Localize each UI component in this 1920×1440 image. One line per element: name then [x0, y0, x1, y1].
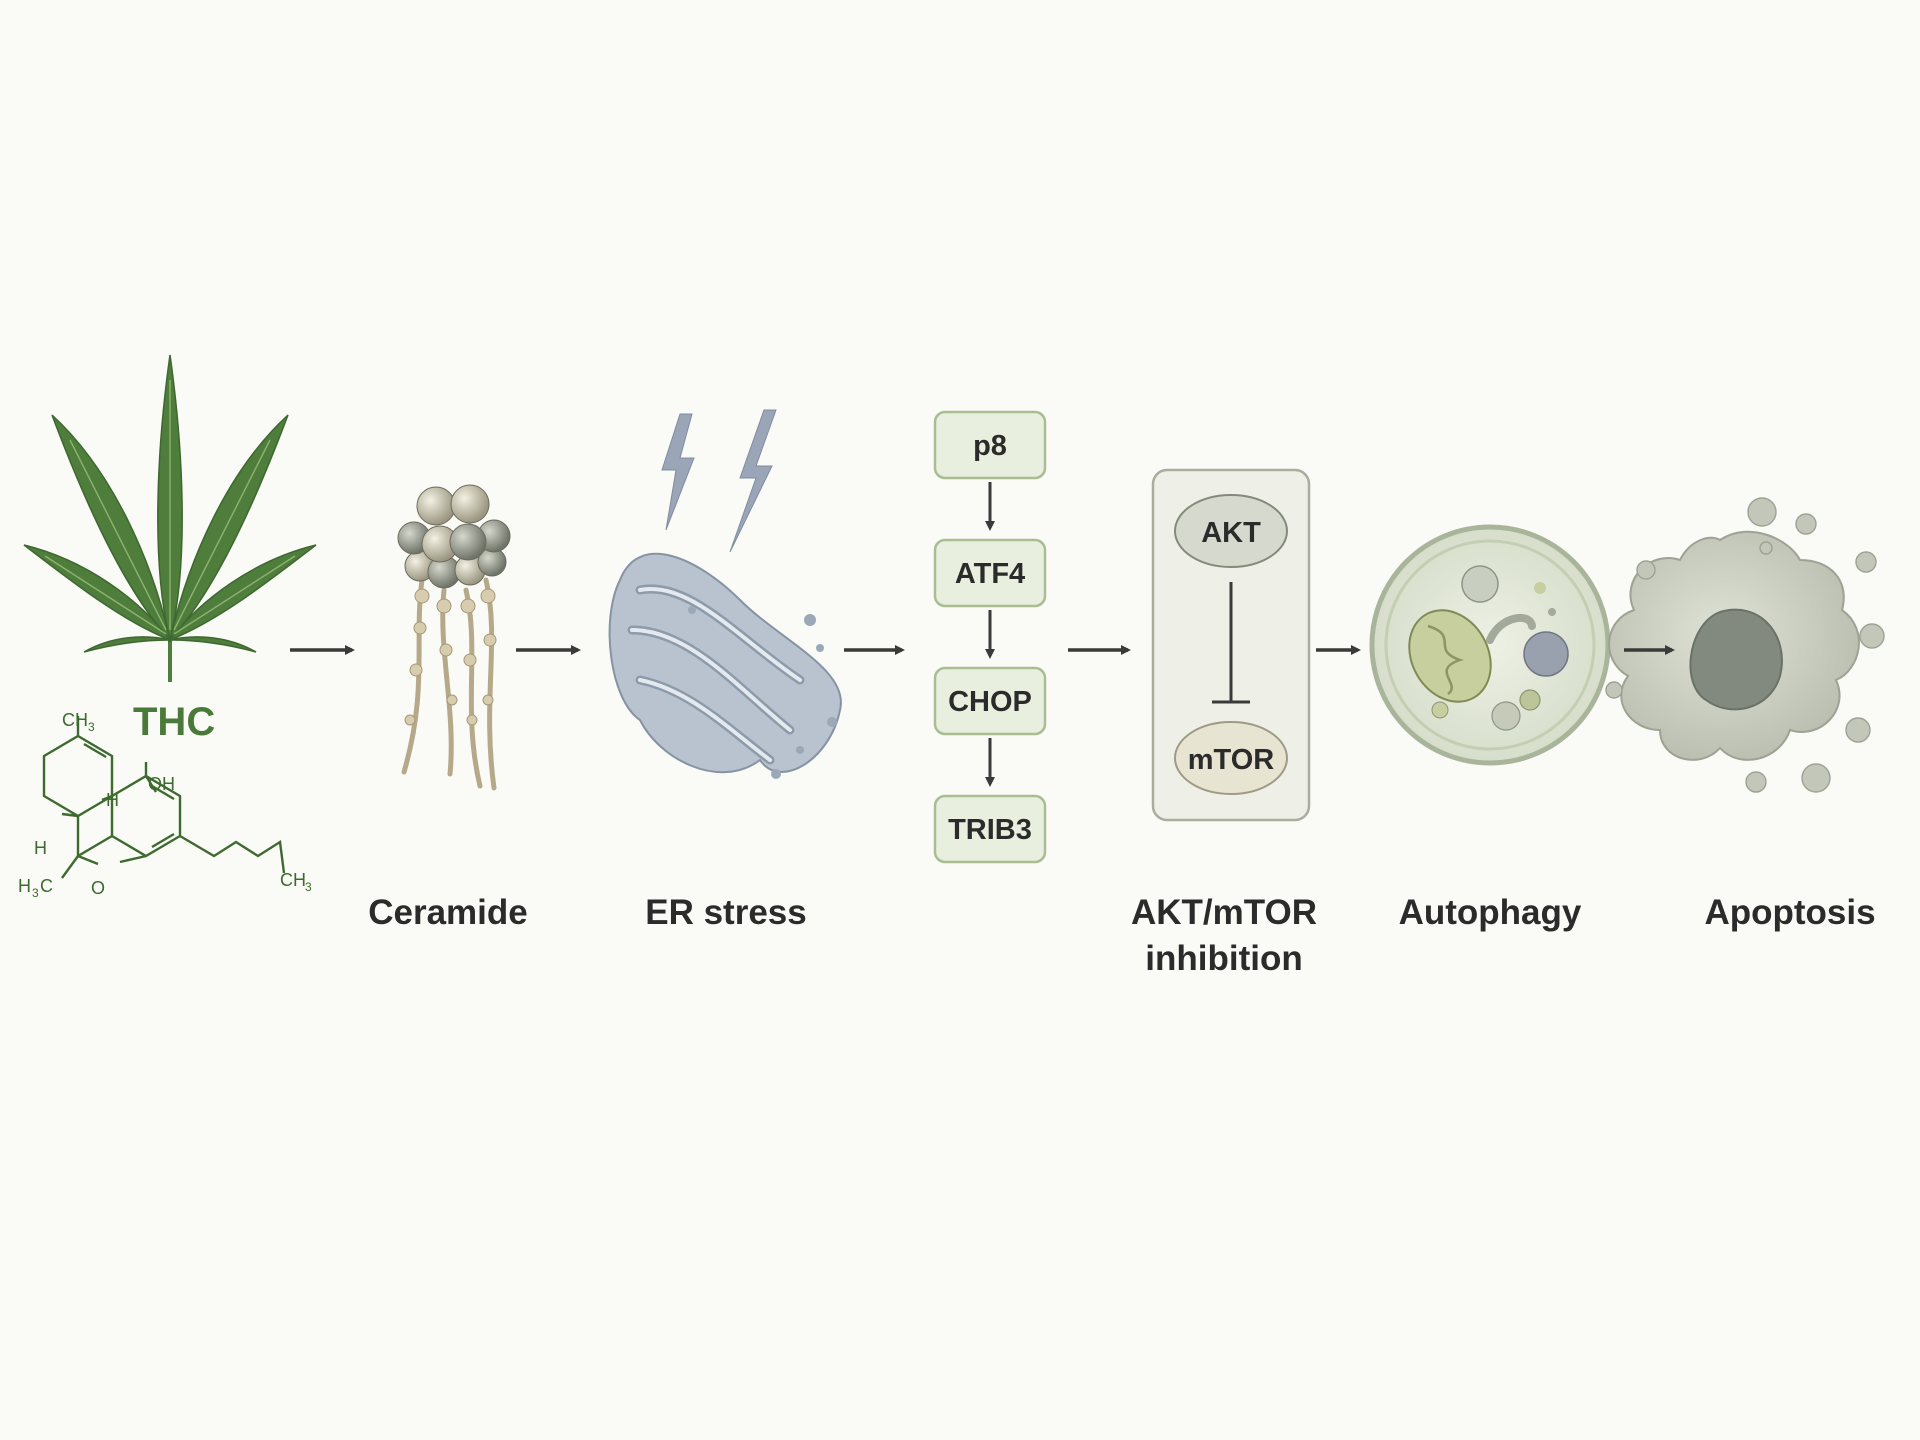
svg-text:H: H: [18, 876, 31, 896]
er-stress-label: ER stress: [645, 893, 807, 932]
svg-text:3: 3: [305, 880, 312, 894]
autophagosome-cell-icon: [1369, 524, 1611, 766]
apoptosis-label: Apoptosis: [1704, 893, 1876, 932]
mitochondrion-icon: [1408, 609, 1492, 703]
apoptotic-cell-icon: [1605, 497, 1885, 793]
endoplasmic-reticulum-icon: [608, 552, 842, 779]
inhibition-line-icon: [1212, 582, 1250, 704]
svg-text:AKT: AKT: [1201, 517, 1261, 549]
cascade-chop-box: CHOP: [933, 666, 1047, 736]
svg-text:mTOR: mTOR: [1188, 744, 1275, 776]
cascade-trib3-box: TRIB3: [933, 794, 1047, 864]
svg-text:CHOP: CHOP: [948, 686, 1032, 718]
cascade-atf4-box: ATF4: [933, 538, 1047, 608]
lightning-bolt-icon: [661, 409, 777, 553]
svg-text:C: C: [40, 876, 53, 896]
ceramide-label: Ceramide: [368, 893, 528, 932]
autophagy-label: Autophagy: [1398, 893, 1582, 932]
akt-mtor-inhibition-label: AKT/mTOR inhibition: [1118, 890, 1330, 982]
mtor-node: mTOR: [1174, 721, 1288, 795]
akt-mtor-label-line1: AKT/mTOR: [1130, 893, 1318, 932]
svg-text:CH: CH: [62, 710, 88, 730]
svg-text:3: 3: [88, 720, 95, 734]
cannabis-leaf-icon: [23, 354, 317, 682]
akt-mtor-label-line2: inhibition: [1145, 939, 1303, 978]
svg-text:H: H: [106, 790, 119, 810]
akt-node: AKT: [1174, 494, 1288, 568]
svg-text:p8: p8: [973, 430, 1007, 462]
svg-text:TRIB3: TRIB3: [948, 814, 1032, 846]
svg-text:CH: CH: [280, 870, 306, 890]
thc-label: THC: [133, 700, 216, 744]
svg-text:ATF4: ATF4: [955, 558, 1025, 590]
svg-text:O: O: [91, 878, 105, 898]
thc-molecule-structure: [42, 716, 286, 879]
cascade-p8-box: p8: [933, 410, 1047, 480]
akt-mtor-panel: AKT mTOR: [1151, 468, 1311, 822]
thc-molecule-atoms: CH 3 OH H H H 3 C O CH 3: [18, 710, 312, 900]
svg-text:H: H: [34, 838, 47, 858]
svg-text:3: 3: [32, 886, 39, 900]
svg-text:OH: OH: [148, 774, 175, 794]
ceramide-illustration: [397, 484, 511, 791]
